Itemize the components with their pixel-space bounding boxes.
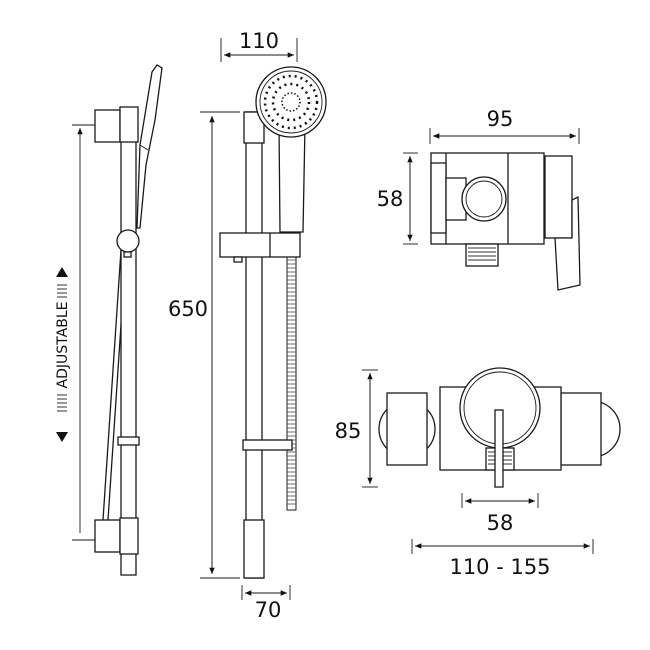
side-holder-ball [116,229,140,253]
valve-cap [544,155,573,239]
side-rail [120,139,137,576]
arrow-up-icon [56,267,68,277]
side-bottom-bracket [94,519,121,553]
front-shower-head [255,66,327,138]
outlet-width-label: 58 [487,511,514,535]
valve-lever-side [554,195,581,291]
side-top-bracket [94,109,121,143]
centres-label: 110 - 155 [449,555,550,579]
arrow-down-icon [56,432,68,442]
valve-depth-label: 95 [487,107,514,131]
rail-depth-label: 70 [255,598,282,622]
side-handset [136,64,163,229]
front-slider [219,232,301,258]
valve-front-view: 85 58 110 - 155 [335,367,621,579]
adjustable-label-group: ADJUSTABLE [55,267,71,442]
hose [102,249,122,521]
valve-side-height-label: 58 [377,187,404,211]
valve-lever-front [494,409,504,488]
rail-height-label: 650 [168,297,208,321]
valve-side-view: 95 58 [377,107,581,291]
front-view: 110 650 70 [168,29,327,622]
front-handset-handle [278,124,306,233]
spray-nozzles-inner [281,92,301,112]
front-top-bracket [243,111,265,144]
side-view: ADJUSTABLE [55,64,163,576]
valve-thread-side [465,243,499,267]
front-bottom-bracket [243,519,265,579]
adjustable-label: ADJUSTABLE [55,302,71,389]
front-rail [245,111,263,579]
side-lower-slider [117,436,140,446]
valve-outlet-ring [461,176,507,222]
head-width-label: 110 [239,29,279,53]
front-lower-slider [242,439,293,451]
valve-height-label: 85 [335,419,362,443]
